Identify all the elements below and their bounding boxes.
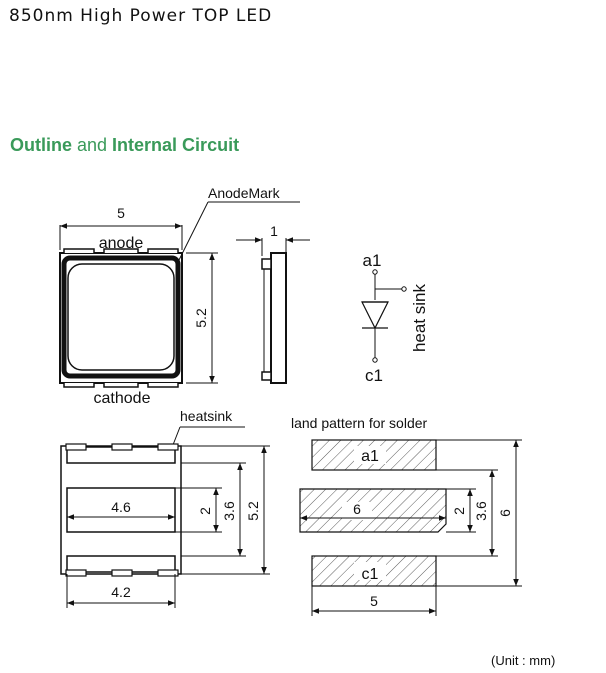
top-view: 5 anode AnodeMark 5.2 cathode xyxy=(59,185,300,407)
land-center-pad xyxy=(299,488,447,533)
circuit-a1-label: a1 xyxy=(363,251,382,270)
bottom-inner-height-label: 3.6 xyxy=(221,501,237,521)
land-total-height-label: 6 xyxy=(497,509,513,517)
land-base-width-label: 5 xyxy=(370,593,378,609)
internal-circuit: a1 c1 heat sink xyxy=(361,251,429,385)
land-inner-height-label: 3.6 xyxy=(473,501,489,521)
land-pattern: land pattern for solder a1 6 c1 2 3.6 6 … xyxy=(291,415,522,616)
heatsink-label: heatsink xyxy=(180,408,233,424)
bottom-heatsink-pad xyxy=(66,487,176,533)
bottom-total-height-label: 5.2 xyxy=(245,501,261,521)
heat-sink-label: heat sink xyxy=(410,283,429,352)
side-body xyxy=(270,252,287,384)
land-c1-label: c1 xyxy=(362,566,379,583)
land-center-width-label: 6 xyxy=(353,501,361,517)
land-a1-label: a1 xyxy=(361,448,379,465)
bottom-view: heatsink 4.6 2 3.6 5.2 xyxy=(60,408,270,608)
bottom-pad-height-label: 2 xyxy=(197,507,213,515)
section-title-and: and xyxy=(72,135,113,155)
anode-label: anode xyxy=(99,235,144,252)
top-height-label: 5.2 xyxy=(193,308,209,328)
circuit-c1-label: c1 xyxy=(365,366,383,385)
bottom-pad-width-label: 4.6 xyxy=(111,499,131,515)
section-title-circuit: Internal Circuit xyxy=(112,135,240,155)
land-pattern-title: land pattern for solder xyxy=(291,415,428,431)
top-width-label: 5 xyxy=(117,205,125,221)
anode-mark-label: AnodeMark xyxy=(208,185,281,201)
section-title: Outline and Internal Circuit xyxy=(10,135,239,156)
bottom-base-width-label: 4.2 xyxy=(111,584,131,600)
land-c1-pad xyxy=(311,555,437,587)
lens-window xyxy=(67,263,175,371)
document-title: 850nm High Power TOP LED xyxy=(9,6,273,26)
side-thickness-label: 1 xyxy=(270,223,278,239)
section-title-outline: Outline xyxy=(10,135,72,155)
anode-mark-leader xyxy=(177,201,209,263)
side-view: 1 xyxy=(236,223,310,384)
unit-note: (Unit : mm) xyxy=(491,653,556,668)
anode-mark-corner xyxy=(172,258,178,266)
land-center-height-label: 2 xyxy=(451,507,467,515)
diode-symbol xyxy=(361,301,389,330)
cathode-label: cathode xyxy=(94,390,151,407)
